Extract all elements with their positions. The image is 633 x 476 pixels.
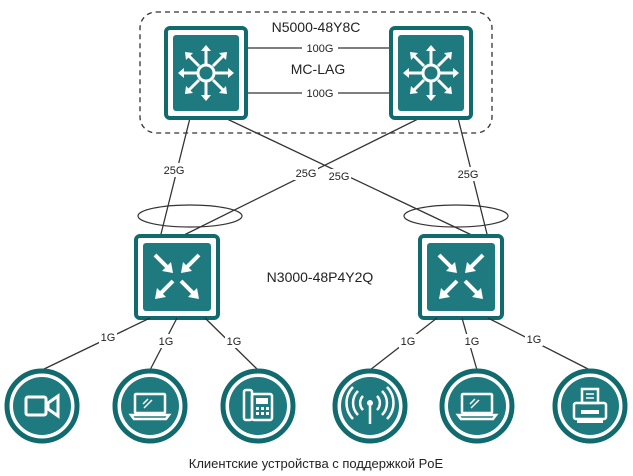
downlink-label-3: 1G — [227, 336, 242, 348]
lag-ellipse-left — [137, 204, 243, 228]
downlink-label-2: 1G — [159, 336, 174, 348]
access-switch-left — [134, 234, 220, 320]
access-switch-icon — [437, 253, 485, 299]
access-switch-icon — [153, 253, 201, 299]
interlink-top-label: 100G — [307, 43, 334, 55]
laptop-icon — [455, 392, 499, 421]
core-switch-right — [389, 26, 473, 120]
downlink-label-4: 1G — [401, 336, 416, 348]
downlinks — [41, 317, 591, 371]
video-camera-icon — [24, 393, 60, 419]
access-point-device — [332, 368, 408, 444]
core-switch-icon — [403, 45, 459, 101]
downlink-label-1: 1G — [101, 332, 116, 344]
uplinks — [159, 117, 489, 239]
laptop-icon — [128, 392, 172, 421]
downlink-label-6: 1G — [527, 334, 542, 346]
laptop-device-1 — [112, 368, 188, 444]
ip-phone-icon — [242, 388, 274, 422]
mclag-label: MC-LAG — [291, 61, 345, 77]
uplink-label-3: 25G — [329, 171, 350, 183]
mclag-group-box — [139, 11, 493, 134]
laptop-device-2 — [439, 368, 515, 444]
access-model-label: N3000-48P4Y2Q — [267, 269, 374, 285]
core-switch-icon — [178, 45, 234, 101]
downlink-label-5: 1G — [465, 336, 480, 348]
uplink-label-4: 25G — [458, 169, 479, 181]
printer-icon — [572, 387, 608, 423]
camera-device — [4, 368, 80, 444]
uplink-label-2: 25G — [296, 168, 317, 180]
core-switch-left — [164, 26, 248, 120]
ip-phone-device — [220, 368, 296, 444]
core-model-label: N5000-48Y8C — [272, 19, 361, 35]
uplink-label-1: 25G — [164, 165, 185, 177]
printer-device — [552, 368, 628, 444]
access-switch-right — [418, 234, 504, 320]
caption: Клиентские устройства с поддержкой PoE — [189, 456, 444, 471]
lag-ellipse-right — [403, 204, 509, 228]
interlink-bottom-label: 100G — [307, 88, 334, 100]
